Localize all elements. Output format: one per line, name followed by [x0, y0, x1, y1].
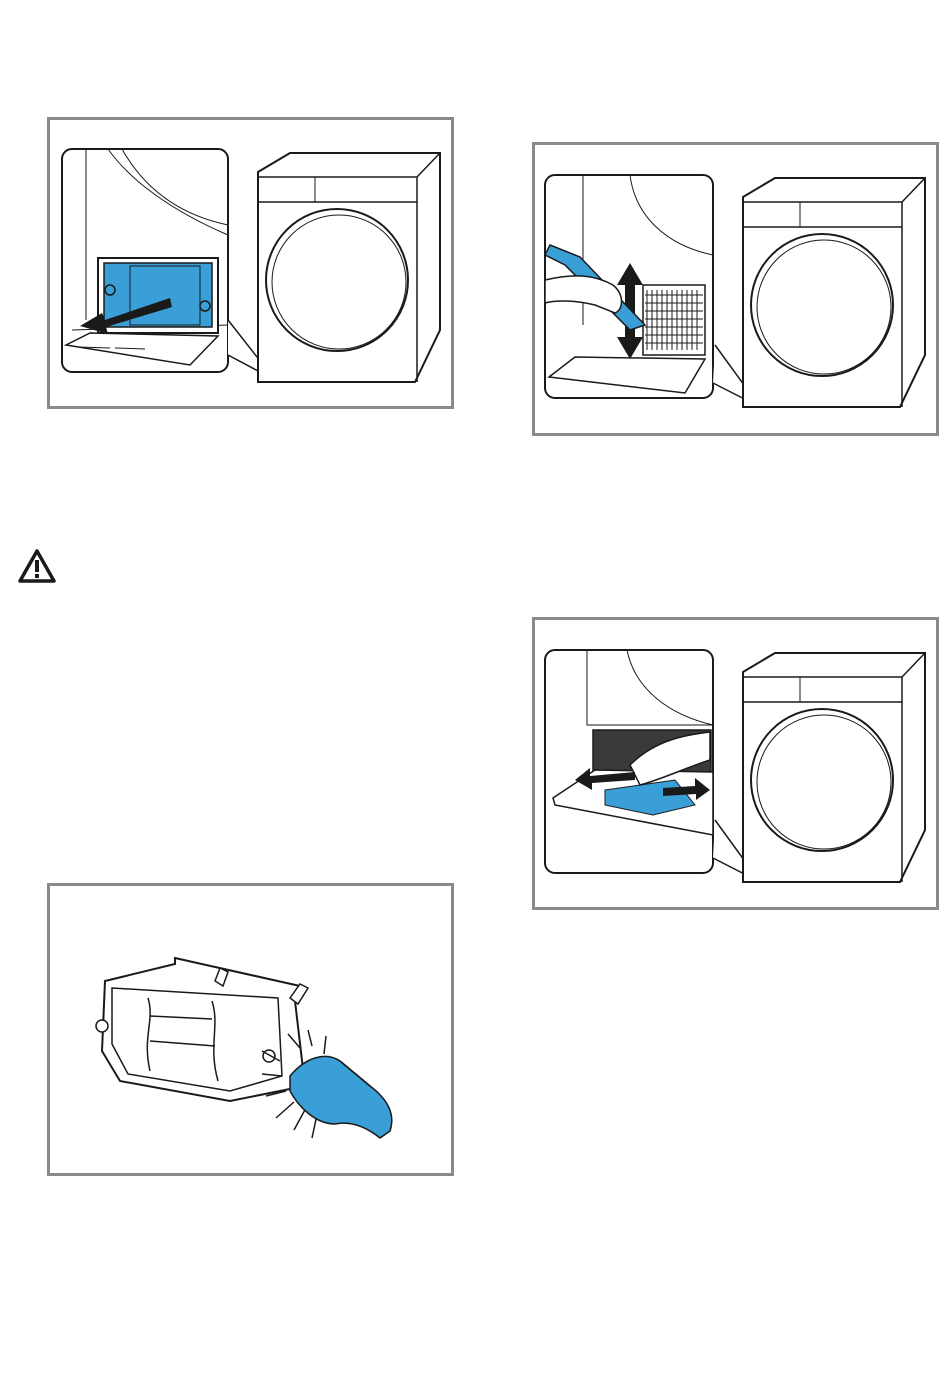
figure-clean-lint-slot	[532, 617, 939, 910]
figure-remove-filter	[47, 117, 454, 409]
warning-triangle-icon	[17, 548, 57, 584]
figure-brush-filter-housing	[47, 883, 454, 1176]
figure-clean-filter-mesh	[532, 142, 939, 436]
